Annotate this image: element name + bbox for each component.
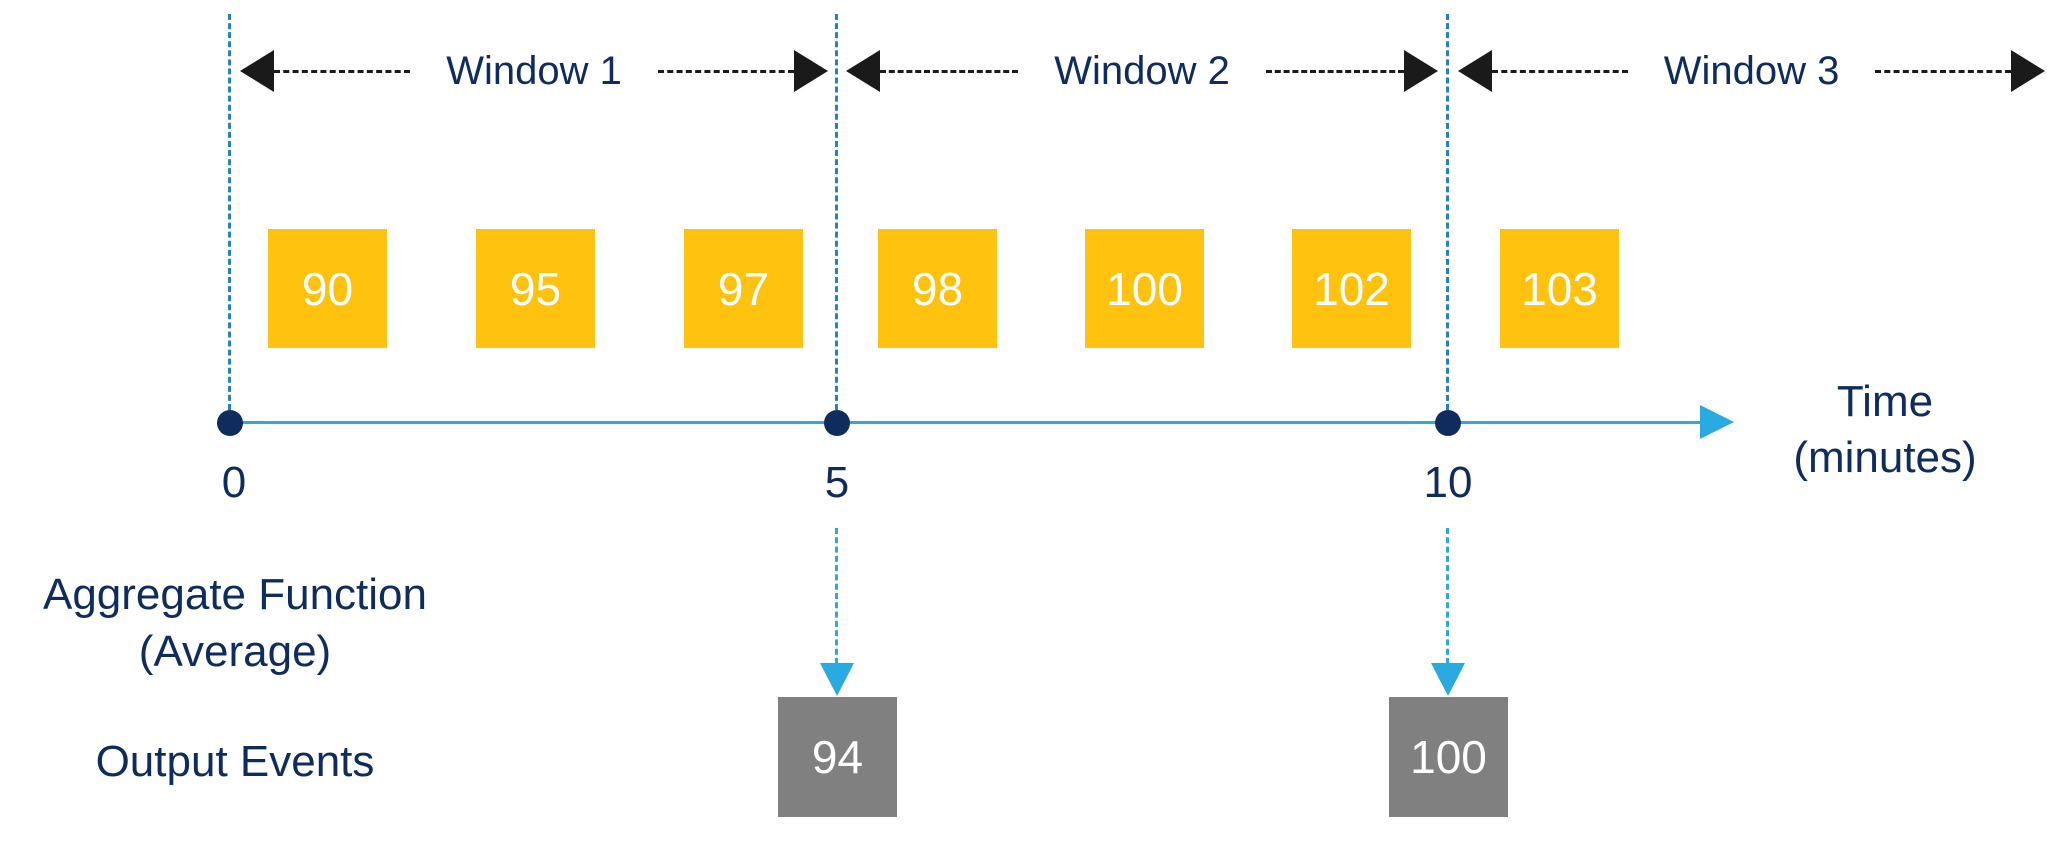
output-events-label: Output Events [95,737,375,786]
time-axis-label-line1: Time [1836,377,1934,426]
arrow-right-icon [794,50,828,92]
output-event-box: 100 [1389,697,1508,817]
tick-label-0: 0 [221,458,247,507]
input-event-box: 90 [268,229,387,348]
arrow-right-icon [2011,50,2045,92]
input-event-box: 95 [476,229,595,348]
time-axis-label: Time (minutes) [1730,374,2040,486]
aggregate-function-label-line1: Aggregate Function [42,570,428,619]
aggregate-function-label-line2: (Average) [138,627,332,677]
output-event-box: 94 [778,697,897,817]
input-event-box: 98 [878,229,997,348]
dashed-connector [1492,69,1628,73]
input-event-box: 97 [684,229,803,348]
input-event-box: 103 [1500,229,1619,348]
time-axis-label-line2: (minutes) [1793,432,1977,482]
output-arrowhead-icon [820,663,854,696]
guide-line-minute-5 [835,14,838,410]
timeline-dot-10 [1435,410,1461,436]
guide-line-minute-10 [1446,14,1449,410]
window-1-label: Window 1 [446,49,622,93]
dashed-connector [1875,69,2011,73]
window-3-label: Window 3 [1663,49,1840,93]
output-arrowhead-icon [1431,663,1465,696]
input-event-box: 100 [1085,229,1204,348]
timeline-dot-0 [217,410,243,436]
dashed-connector [880,69,1019,73]
tick-label-10: 10 [1423,458,1473,507]
guide-line-minute-0 [228,14,231,410]
timeline-axis [230,421,1702,424]
timeline-dot-5 [824,410,850,436]
aggregate-function-label: Aggregate Function (Average) [20,566,450,680]
input-event-box: 102 [1292,229,1411,348]
output-arrow-minute-5 [835,528,838,664]
dashed-connector [1265,69,1404,73]
arrow-left-icon [1458,50,1492,92]
window-3-span: Window 3 [1458,43,2045,99]
window-1-span: Window 1 [240,43,828,99]
arrow-left-icon [240,50,274,92]
timeline-arrowhead-icon [1700,405,1734,439]
window-2-label: Window 2 [1054,49,1230,93]
dashed-connector [657,69,794,73]
dashed-connector [274,69,411,73]
arrow-left-icon [846,50,880,92]
arrow-right-icon [1404,50,1438,92]
tick-label-5: 5 [824,458,850,507]
output-arrow-minute-10 [1446,528,1449,664]
window-2-span: Window 2 [846,43,1438,99]
